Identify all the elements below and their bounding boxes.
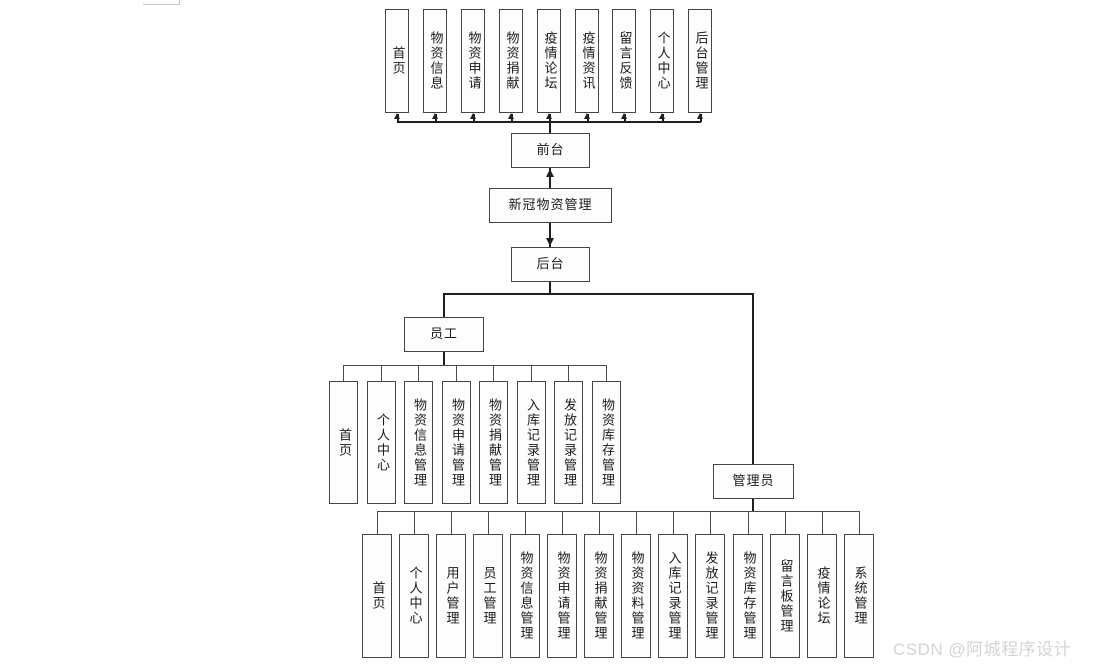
connector-line: [752, 499, 754, 512]
admin-menu-item: 员工管理: [473, 534, 503, 658]
arrow-up-icon: [470, 113, 476, 119]
connector-line: [859, 511, 860, 534]
front-menu-item: 首页: [385, 9, 409, 113]
front-menu-item: 个人中心: [650, 9, 674, 113]
admin-menu-item: 物资信息管理: [510, 534, 540, 658]
arrow-down-icon: [546, 238, 554, 246]
connector-line: [377, 511, 859, 512]
connector-line: [451, 511, 452, 534]
front-menu-item: 物资信息: [423, 9, 447, 113]
connector-line: [568, 365, 569, 381]
staff-menu-item: 物资信息管理: [404, 381, 433, 504]
arrow-up-icon: [432, 113, 438, 119]
connector-line: [418, 365, 419, 381]
front-menu-item: 疫情论坛: [537, 9, 561, 113]
connector-line: [752, 294, 754, 464]
connector-line: [562, 511, 563, 534]
connector-line: [599, 511, 600, 534]
connector-line: [785, 511, 786, 534]
front-menu-item: 物资捐献: [499, 9, 523, 113]
connector-line: [456, 365, 457, 381]
admin-menu-item: 物资捐献管理: [584, 534, 614, 658]
node-staff: 员工: [404, 317, 484, 352]
admin-menu-item: 物资申请管理: [547, 534, 577, 658]
front-menu-item: 疫情资讯: [575, 9, 599, 113]
staff-menu-item: 首页: [329, 381, 358, 504]
connector-line: [414, 511, 415, 534]
connector-line: [549, 282, 551, 294]
connector-line: [343, 365, 607, 366]
staff-menu-item: 个人中心: [367, 381, 396, 504]
connector-line: [343, 365, 344, 381]
admin-menu-item: 入库记录管理: [658, 534, 688, 658]
admin-menu-item: 物资资料管理: [621, 534, 651, 658]
front-menu-item: 留言反馈: [612, 9, 636, 113]
staff-menu-item: 发放记录管理: [554, 381, 583, 504]
connector-line: [636, 511, 637, 534]
admin-menu-item: 疫情论坛: [807, 534, 837, 658]
page-corner-mark-horizontal: [143, 4, 180, 5]
node-admin: 管理员: [713, 464, 794, 499]
arrow-up-icon: [697, 113, 703, 119]
connector-line: [493, 365, 494, 381]
connector-line: [377, 511, 378, 534]
connector-line: [443, 352, 445, 366]
arrow-up-icon: [659, 113, 665, 119]
page-corner-mark-vertical: [179, 0, 180, 5]
staff-menu-item: 物资申请管理: [442, 381, 471, 504]
arrow-up-icon: [394, 113, 400, 119]
connector-line: [443, 294, 445, 317]
node-back: 后台: [511, 247, 590, 282]
connector-line: [443, 293, 754, 295]
admin-menu-item: 首页: [362, 534, 392, 658]
front-menu-item: 后台管理: [688, 9, 712, 113]
connector-line: [531, 365, 532, 381]
staff-menu-item: 入库记录管理: [517, 381, 546, 504]
admin-menu-item: 个人中心: [399, 534, 429, 658]
staff-menu-item: 物资库存管理: [592, 381, 621, 504]
admin-menu-item: 发放记录管理: [695, 534, 725, 658]
arrow-up-icon: [621, 113, 627, 119]
connector-line: [549, 168, 551, 188]
connector-line: [549, 122, 551, 133]
arrow-up-icon: [546, 169, 554, 177]
connector-line: [748, 511, 749, 534]
connector-line: [710, 511, 711, 534]
staff-menu-item: 物资捐献管理: [479, 381, 508, 504]
connector-line: [549, 223, 551, 247]
connector-line: [525, 511, 526, 534]
admin-menu-item: 用户管理: [436, 534, 466, 658]
connector-line: [822, 511, 823, 534]
connector-line: [381, 365, 382, 381]
connector-line: [606, 365, 607, 381]
connector-line: [673, 511, 674, 534]
node-root-system: 新冠物资管理: [489, 188, 612, 223]
admin-menu-item: 物资库存管理: [733, 534, 763, 658]
arrow-up-icon: [584, 113, 590, 119]
csdn-watermark: CSDN @阿城程序设计: [893, 640, 1072, 659]
front-menu-item: 物资申请: [461, 9, 485, 113]
admin-menu-item: 留言板管理: [770, 534, 800, 658]
node-front: 前台: [511, 133, 590, 168]
arrow-up-icon: [508, 113, 514, 119]
arrow-up-icon: [546, 113, 552, 119]
admin-menu-item: 系统管理: [844, 534, 874, 658]
connector-line: [488, 511, 489, 534]
